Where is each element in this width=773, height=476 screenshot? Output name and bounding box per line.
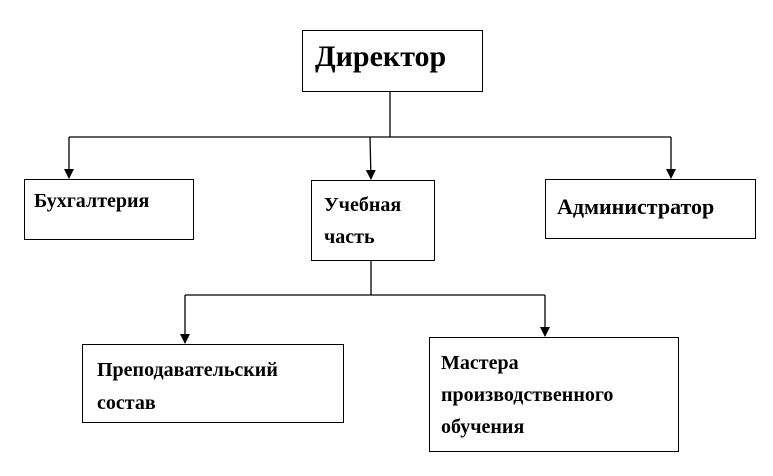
node-accounting-label: Бухгалтерия — [34, 190, 150, 212]
node-accounting: Бухгалтерия — [24, 179, 194, 240]
node-director: Директор — [302, 30, 483, 92]
node-teachers-label-line-1: Преподавательский — [97, 359, 278, 381]
node-administrator-label: Администратор — [557, 194, 715, 219]
node-teachers-label-line-2: состав — [97, 392, 156, 414]
node-academic-label-line-2: часть — [324, 226, 375, 248]
edge-director-academic — [365, 136, 376, 180]
node-production-masters: Мастера производственного обучения — [429, 337, 679, 452]
node-director-label: Директор — [315, 40, 447, 73]
node-teaching-staff: Преподавательский состав — [82, 344, 344, 423]
node-academic-label-line-1: Учебная — [324, 194, 402, 216]
node-administrator: Администратор — [545, 179, 756, 239]
node-masters-label-line-3: обучения — [441, 416, 525, 438]
node-masters-label-line-2: производственного — [441, 384, 614, 406]
node-academic-department: Учебная часть — [311, 180, 435, 261]
node-masters-label-line-1: Мастера — [441, 352, 519, 374]
